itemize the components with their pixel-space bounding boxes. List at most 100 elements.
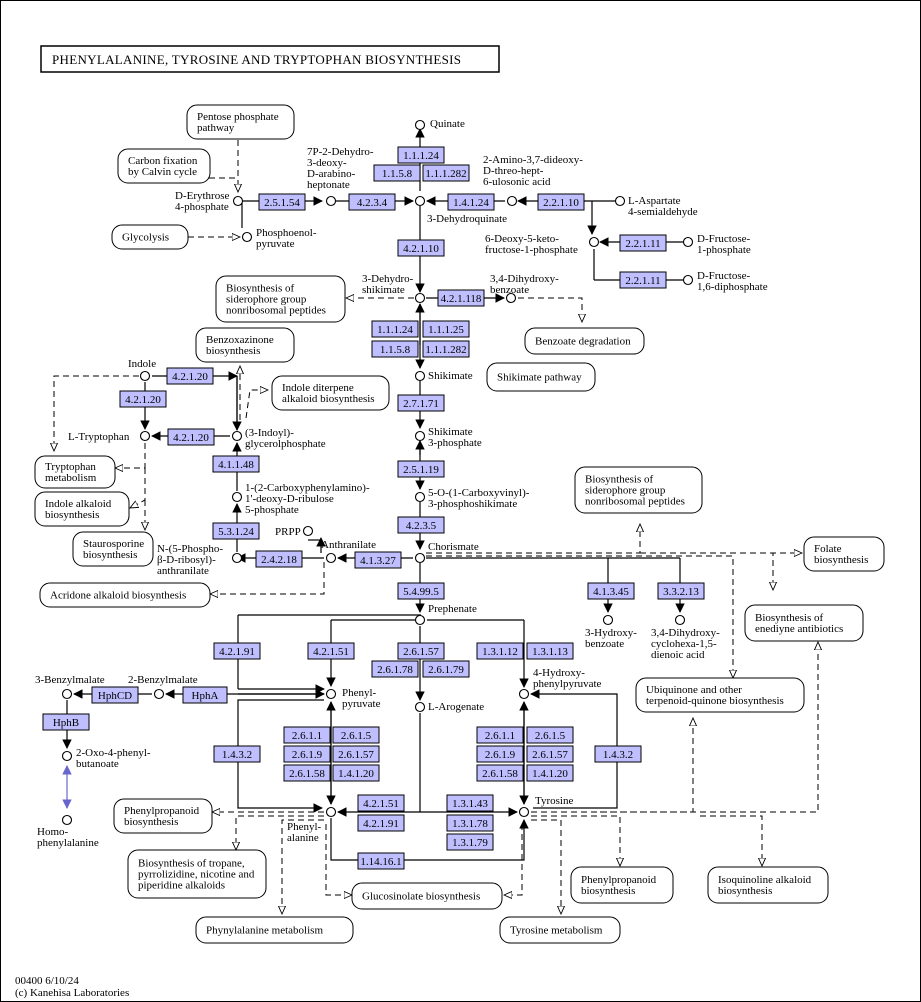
compound-node[interactable] [325, 195, 337, 207]
enzyme-box[interactable]: 2.6.1.57 [397, 642, 445, 660]
enzyme-box[interactable]: 2.2.1.11 [619, 234, 667, 252]
compound-node[interactable] [414, 292, 426, 304]
compound[interactable]: Indole [128, 358, 156, 382]
compound[interactable]: 3-Dehydro-shikimate [362, 273, 426, 304]
compound[interactable]: Anthranilate [321, 539, 376, 564]
enzyme-box[interactable]: 2.6.1.1 [476, 726, 524, 744]
enzyme-box[interactable]: 1.1.1.282 [422, 164, 470, 182]
enzyme-box[interactable]: 4.2.1.51 [357, 794, 405, 812]
compound[interactable]: 3-Benzylmalate [35, 674, 105, 700]
compound-node[interactable] [682, 274, 694, 286]
compound[interactable]: 1-(2-Carboxyphenylamino)-1'-deoxy-D-ribu… [231, 482, 370, 516]
compound[interactable]: 3,4-Dihydroxy-cyclohexa-1,5-dienoic acid [651, 614, 720, 662]
compound-node[interactable] [231, 552, 243, 564]
enzyme-box[interactable]: 4.1.3.27 [354, 551, 402, 569]
pathway-link[interactable]: Shikimate pathway [486, 362, 596, 392]
compound-node[interactable] [139, 430, 151, 442]
pathway-link[interactable]: Acridone alkaloid biosynthesis [39, 582, 211, 608]
compound[interactable]: 6-Deoxy-5-keto-fructose-1-phosphate [485, 233, 600, 256]
enzyme-box[interactable]: 2.6.1.57 [526, 745, 574, 763]
pathway-link[interactable]: Glucosinolate biosynthesis [351, 882, 503, 910]
enzyme-box[interactable]: 1.3.1.43 [446, 794, 494, 812]
compound[interactable]: Tyrosine [518, 795, 574, 818]
compound[interactable]: L-Arogenate [414, 701, 485, 713]
compound-node[interactable] [325, 552, 337, 564]
compound-node[interactable] [414, 614, 426, 626]
compound-node[interactable] [414, 370, 426, 382]
compound-node[interactable] [602, 614, 614, 626]
enzyme-box[interactable]: 5.4.99.5 [397, 582, 445, 600]
compound-node[interactable] [682, 236, 694, 248]
enzyme-box[interactable]: 4.2.3.5 [397, 516, 445, 534]
enzyme-box[interactable]: 1.4.3.2 [213, 745, 261, 763]
compound[interactable]: D-Fructose-1,6-diphosphate [682, 270, 768, 293]
enzyme-box[interactable]: 1.3.1.13 [526, 642, 574, 660]
compound[interactable]: D-Fructose-1-phosphate [682, 233, 751, 256]
compound-node[interactable] [414, 552, 426, 564]
compound-node[interactable] [414, 701, 426, 713]
compound-node[interactable] [325, 806, 337, 818]
enzyme-box[interactable]: 2.6.1.5 [332, 726, 380, 744]
pathway-link[interactable]: Glycolysis [111, 224, 189, 250]
enzyme-box[interactable]: 4.1.1.48 [212, 455, 260, 473]
enzyme-box[interactable]: 4.2.1.20 [167, 428, 215, 446]
enzyme-box[interactable]: 1.1.1.25 [422, 320, 470, 338]
compound-node[interactable] [139, 370, 151, 382]
compound[interactable]: 3,4-Dihydroxy-benzoate [490, 273, 559, 304]
compound[interactable]: 2-Oxo-4-phenyl-butanoate [61, 747, 151, 770]
enzyme-box[interactable]: 5.3.1.24 [212, 522, 260, 540]
enzyme-box[interactable]: 2.6.1.58 [476, 764, 524, 782]
enzyme-box[interactable]: 1.1.1.282 [422, 340, 470, 358]
enzyme-box[interactable]: 2.5.1.54 [258, 193, 306, 211]
enzyme-box[interactable]: 2.2.1.10 [537, 193, 585, 211]
enzyme-box[interactable]: 2.6.1.58 [283, 764, 331, 782]
enzyme-box[interactable]: HphCD [91, 686, 139, 704]
compound[interactable]: Prephenate [414, 603, 477, 626]
enzyme-box[interactable]: 1.3.1.12 [476, 642, 524, 660]
enzyme-box[interactable]: 2.6.1.1 [283, 726, 331, 744]
enzyme-box[interactable]: HphA [182, 686, 228, 704]
compound[interactable]: PRPP [275, 525, 314, 538]
compound[interactable]: Phenyl-pyruvate [325, 687, 381, 710]
enzyme-box[interactable]: 4.1.3.45 [587, 582, 635, 600]
compound-node[interactable] [61, 688, 73, 700]
enzyme-box[interactable]: 2.6.1.5 [526, 726, 574, 744]
enzyme-box[interactable]: 1.3.1.78 [446, 814, 494, 832]
compound-node[interactable] [232, 195, 244, 207]
enzyme-box[interactable]: 4.2.1.20 [119, 390, 167, 408]
pathway-link[interactable]: Biosynthesis of tropane,pyrrolizidine, n… [127, 849, 267, 899]
enzyme-box[interactable]: 2.4.2.18 [255, 550, 303, 568]
compound-node[interactable] [61, 814, 73, 826]
compound-node[interactable] [505, 292, 517, 304]
compound[interactable]: 7P-2-Dehydro-3-deoxy-D-arabino-heptonate [307, 146, 374, 207]
compound[interactable]: 3-Dehydroquinate [414, 195, 508, 226]
compound[interactable]: 2-Amino-3,7-dideoxy-D-threo-hept-6-uloso… [483, 154, 583, 207]
enzyme-box[interactable]: HphB [42, 713, 90, 731]
enzyme-box[interactable]: 1.1.1.24 [371, 320, 419, 338]
enzyme-box[interactable]: 1.1.1.24 [397, 146, 445, 164]
compound-node[interactable] [61, 750, 73, 762]
compound-node[interactable] [302, 525, 314, 537]
enzyme-box[interactable]: 1.4.3.2 [594, 745, 642, 763]
enzyme-box[interactable]: 1.3.1.79 [446, 833, 494, 851]
enzyme-box[interactable]: 4.2.1.91 [213, 642, 261, 660]
compound-node[interactable] [674, 614, 686, 626]
enzyme-box[interactable]: 2.6.1.9 [476, 745, 524, 763]
compound[interactable]: Phenyl-alanine [287, 806, 337, 845]
enzyme-box[interactable]: 1.1.5.8 [373, 164, 421, 182]
compound[interactable]: Phosphoenol-pyruvate [241, 227, 317, 250]
pathway-link[interactable]: Tyrosine metabolism [499, 916, 621, 944]
compound-node[interactable] [614, 195, 626, 207]
